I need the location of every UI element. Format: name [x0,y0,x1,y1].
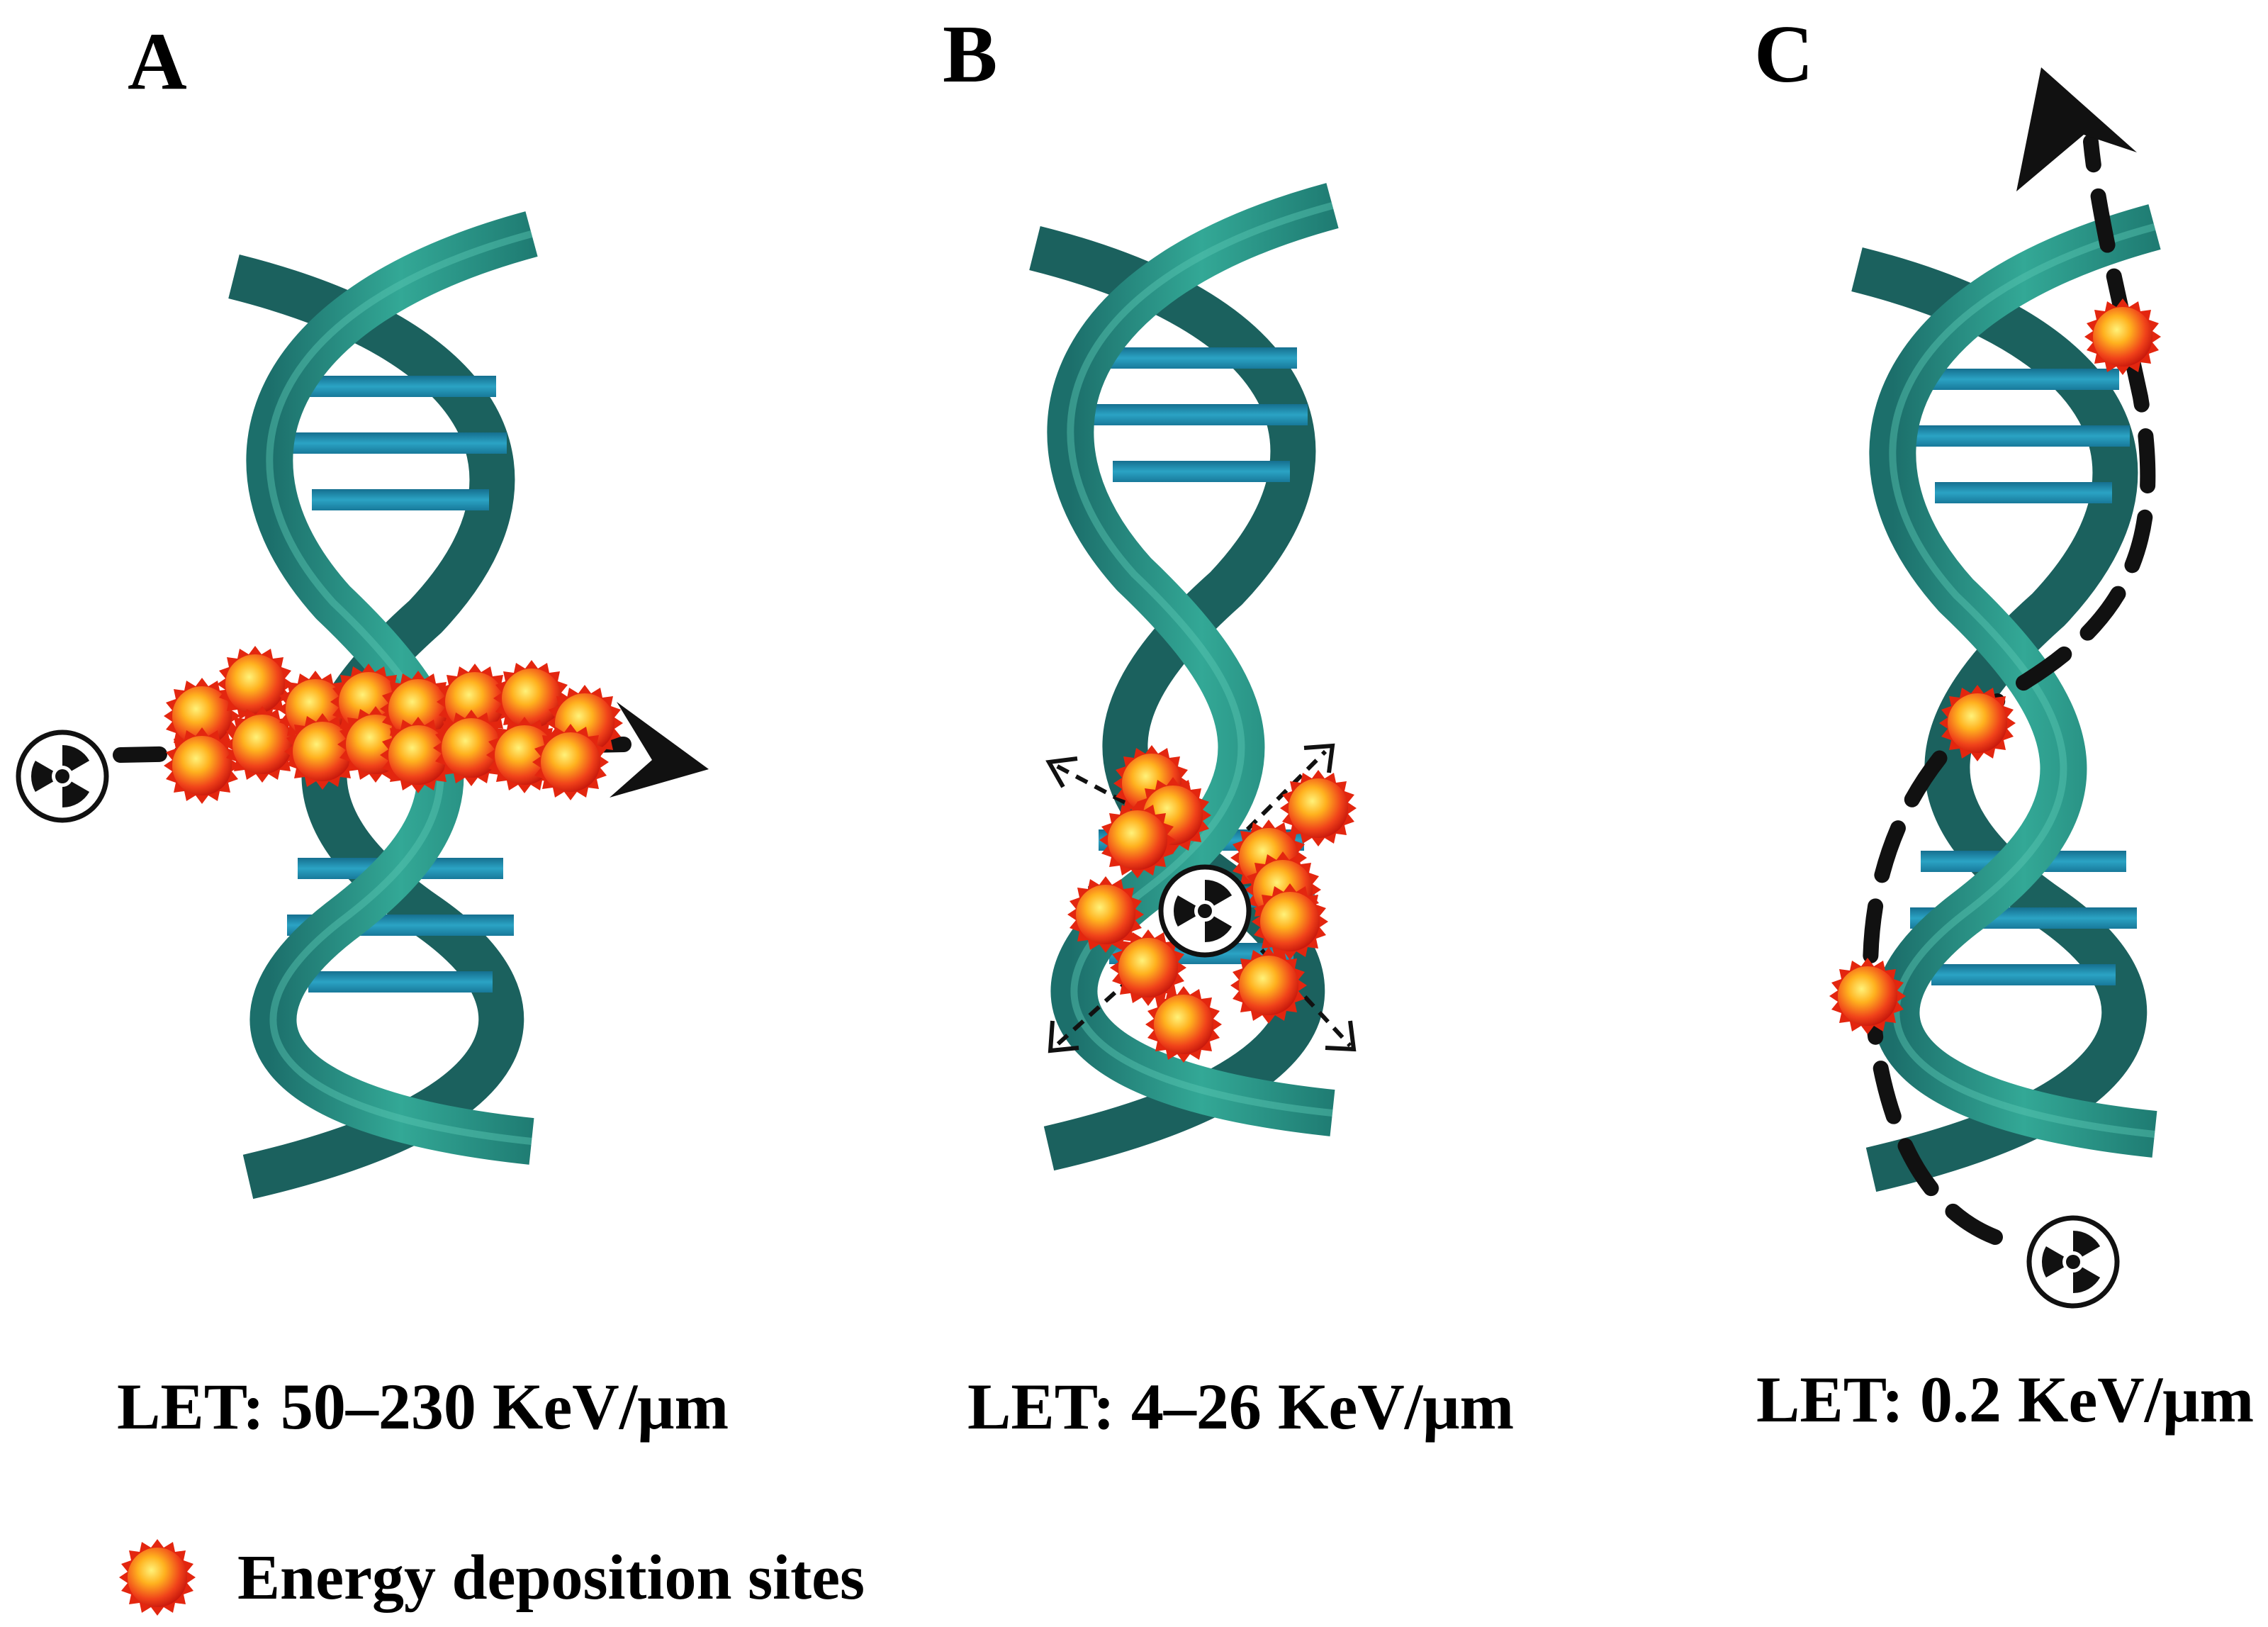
legend-label: Energy deposition sites [237,1543,865,1613]
let-label: LET: 0.2 KeV/μm [1756,1363,2254,1436]
deposition-site-icon [2084,298,2161,375]
let-label: LET: 4–26 KeV/μm [967,1370,1514,1443]
radiation-source-icon [18,732,106,820]
radiation-source-icon [1161,867,1249,955]
panel-c: C LET: 0.2 KeV/μm [1754,9,2254,1436]
panel-letter: B [943,9,997,100]
radiation-source-icon [2029,1218,2117,1306]
let-label: LET: 50–230 KeV/μm [117,1370,729,1443]
scatter-arrow-heads [1045,743,1357,1053]
panel-a: A LET: 50–230 KeV/μm [18,16,729,1443]
panel-b: B LET: 4–26 KeV/μm [943,9,1514,1443]
legend-deposition-icon [119,1539,196,1616]
legend: Energy deposition sites [119,1539,865,1616]
panel-letter: C [1754,9,1814,100]
arrow-head-icon [2016,67,2137,191]
arrow-head-icon [610,702,709,798]
panel-letter: A [128,16,187,107]
